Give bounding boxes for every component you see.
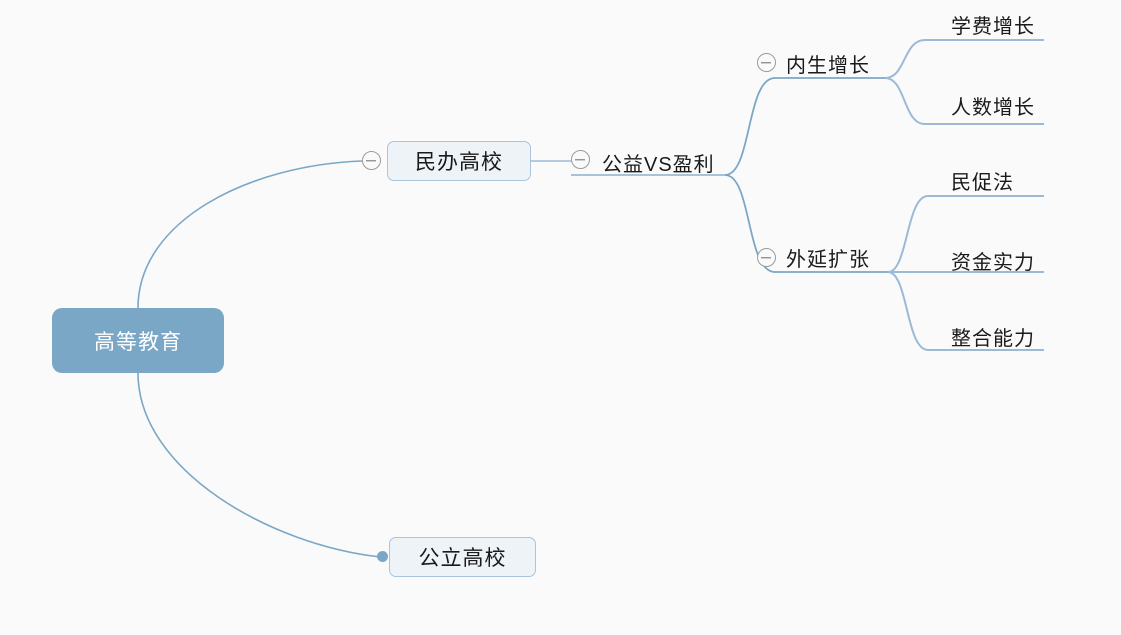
edge-neisheng-to-xuefei: [884, 39, 1044, 79]
node-zhenghe-nengli[interactable]: 整合能力: [951, 328, 1035, 350]
collapse-minus-icon-gongyi[interactable]: [571, 150, 590, 169]
node-xuefei-zengzhang[interactable]: 学费增长: [951, 16, 1035, 38]
collapse-minus-icon-minban[interactable]: [362, 151, 381, 170]
node-gongli-gaoxiao-label: 公立高校: [418, 547, 507, 570]
node-renshu-zengzhang[interactable]: 人数增长: [951, 97, 1035, 119]
edge-gongyi-to-neisheng: [724, 77, 890, 176]
collapse-minus-icon-waiyan[interactable]: [757, 248, 776, 267]
node-waiyan-kuozhang[interactable]: 外延扩张: [786, 249, 870, 271]
node-neisheng-zengzhang[interactable]: 内生增长: [786, 55, 870, 77]
root-node[interactable]: 高等教育: [52, 308, 224, 373]
node-minban-gaoxiao[interactable]: 民办高校: [387, 141, 531, 181]
edge-root-to-gongli: [137, 372, 382, 558]
leaf-endpoint-dot-gongli: [377, 551, 388, 562]
node-minban-gaoxiao-label: 民办高校: [415, 151, 503, 174]
edge-root-to-minban: [137, 160, 363, 309]
root-node-label: 高等教育: [94, 330, 182, 354]
node-gongli-gaoxiao[interactable]: 公立高校: [389, 537, 536, 577]
collapse-minus-icon-neisheng[interactable]: [757, 53, 776, 72]
node-mincufa[interactable]: 民促法: [951, 172, 1014, 194]
node-zijin-shili[interactable]: 资金实力: [951, 252, 1035, 274]
node-gongyi-vs-yingli[interactable]: 公益VS盈利: [602, 154, 715, 176]
